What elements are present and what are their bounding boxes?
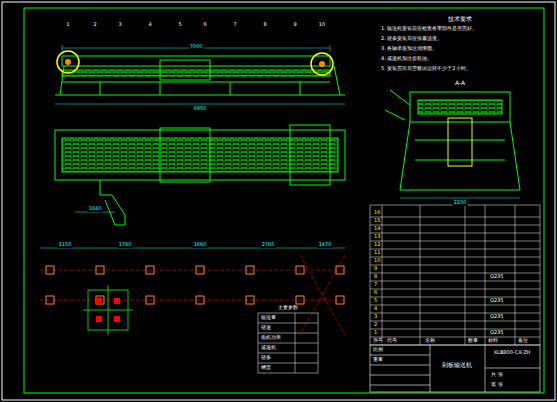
- dimension: 7000: [189, 44, 204, 50]
- table-header: 数量: [467, 338, 479, 344]
- anchor-pad: [46, 266, 54, 274]
- item-number: 14: [373, 226, 381, 232]
- item-number: 16: [373, 210, 381, 216]
- item-number: 1: [373, 330, 378, 336]
- item-number: 4: [373, 306, 378, 312]
- dimension: 6950: [193, 106, 208, 112]
- table-rule: [370, 249, 540, 250]
- drawing-number: XLB800-CX-ZH: [493, 350, 532, 356]
- item-number: 3: [373, 314, 378, 320]
- item-number: 11: [373, 250, 381, 256]
- callout-number: 4: [147, 22, 152, 28]
- note: 1. 输送机安装前应检查各零部件是否完好。: [380, 26, 478, 32]
- anchor-pad: [146, 296, 154, 304]
- table-rule: [370, 289, 540, 290]
- anchor-pad: [296, 296, 304, 304]
- item-number: 15: [373, 218, 381, 224]
- callout-number: 8: [262, 22, 267, 28]
- table-rule: [370, 321, 540, 322]
- callout-number: 9: [292, 22, 297, 28]
- table-cell: 电机功率: [260, 335, 282, 341]
- table-title: 主要参数: [277, 305, 299, 311]
- table-rule: [370, 329, 540, 330]
- table-rule: [370, 257, 540, 258]
- table-rule: [370, 265, 540, 266]
- table-header: 名称: [424, 338, 436, 344]
- notes-heading: 技术要求: [447, 16, 473, 23]
- anchor-pad: [196, 266, 204, 274]
- callout-number: 6: [202, 22, 207, 28]
- anchor-pad: [336, 266, 344, 274]
- table-rule: [370, 217, 540, 218]
- table-cell: 链条: [260, 355, 272, 361]
- table-cell: 槽宽: [260, 365, 272, 371]
- anchor-pad: [96, 266, 104, 274]
- anchor-pad: [336, 296, 344, 304]
- table-rule: [370, 281, 540, 282]
- item-number: 7: [373, 282, 378, 288]
- item-number: 2: [373, 322, 378, 328]
- material: Q235: [489, 314, 504, 320]
- anchor-pad: [146, 266, 154, 274]
- item-number: 5: [373, 298, 378, 304]
- dimension: 1740: [118, 242, 133, 248]
- table-rule: [370, 273, 540, 274]
- dimension: 1840: [88, 206, 103, 212]
- title-cell: 比例: [372, 347, 384, 353]
- note: 5. 安装完毕后空载试运转不少于2小时。: [380, 66, 472, 72]
- dimension: 1150: [58, 242, 73, 248]
- callout-number: 2: [92, 22, 97, 28]
- item-number: 13: [373, 234, 381, 240]
- anchor-pad: [196, 296, 204, 304]
- table-header: 序号: [372, 338, 384, 344]
- table-rule: [370, 233, 540, 234]
- item-number: 8: [373, 274, 378, 280]
- item-number: 6: [373, 290, 378, 296]
- dimension: 1470: [318, 242, 333, 248]
- callout-number: 7: [232, 22, 237, 28]
- material: Q235: [489, 274, 504, 280]
- anchor-pad: [46, 296, 54, 304]
- table-rule: [370, 305, 540, 306]
- table-header: 备注: [517, 338, 529, 344]
- table-rule: [370, 297, 540, 298]
- note: 2. 链条安装后应张紧适度。: [380, 36, 443, 42]
- title-cell: 共 张: [490, 372, 504, 378]
- table-cell: 链速: [260, 325, 272, 331]
- note: 3. 各轴承座加注润滑脂。: [380, 46, 438, 52]
- anchor-pad: [246, 296, 254, 304]
- table-header: 材料: [487, 338, 499, 344]
- table-cell: 减速机: [260, 345, 277, 351]
- material: Q235: [489, 298, 504, 304]
- dimension: 2765: [261, 242, 276, 248]
- table-rule: [370, 241, 540, 242]
- callout-number: 5: [177, 22, 182, 28]
- item-number: 12: [373, 242, 381, 248]
- item-number: 10: [373, 258, 381, 264]
- item-number: 9: [373, 266, 378, 272]
- table-header: 代号: [386, 338, 398, 344]
- table-rule: [370, 225, 540, 226]
- table-rule: [370, 313, 540, 314]
- dimension: 1660: [193, 242, 208, 248]
- anchor-pad: [246, 266, 254, 274]
- anchor-pad: [96, 296, 104, 304]
- note: 4. 减速机加注齿轮油。: [380, 56, 433, 62]
- section-label: A-A: [454, 80, 466, 87]
- title-cell: 第 张: [490, 382, 504, 388]
- material: Q235: [489, 330, 504, 336]
- callout-number: 1: [65, 22, 70, 28]
- dimension: 2230: [453, 200, 468, 206]
- title-cell: 重量: [372, 357, 384, 363]
- anchor-pad: [296, 266, 304, 274]
- drawing-title: 刮板输送机: [441, 362, 473, 369]
- callout-number: 3: [117, 22, 122, 28]
- callout-number: 10: [318, 22, 326, 28]
- table-cell: 输送量: [260, 315, 277, 321]
